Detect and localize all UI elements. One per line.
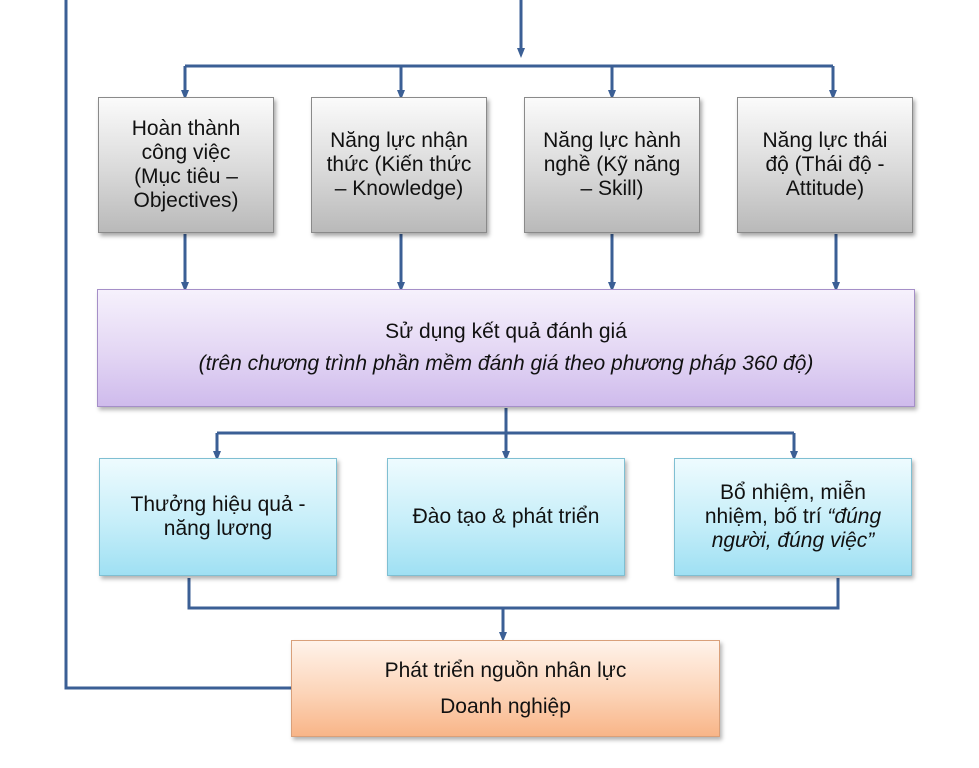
outcome-3-line-2-italic: “đúng <box>827 505 882 528</box>
criterion-objectives-box: Hoàn thành công việc (Mục tiêu – Objecti… <box>98 97 274 233</box>
criterion-3-line-1: Năng lực hành <box>543 129 681 152</box>
criterion-skill-box: Năng lực hành nghề (Kỹ năng – Skill) <box>524 97 700 233</box>
criterion-2-line-2: thức (Kiến thức <box>326 153 472 176</box>
result-line-1: Phát triển nguồn nhân lực <box>384 658 627 682</box>
criterion-1-line-2: công việc <box>141 141 231 164</box>
criterion-2-line-1: Năng lực nhận <box>330 129 468 152</box>
outcome-2-line-1: Đào tạo & phát triển <box>412 505 600 528</box>
criterion-3-line-2: nghề (Kỹ năng <box>543 153 681 176</box>
evaluation-title: Sử dụng kết quả đánh giá <box>385 320 627 343</box>
criterion-attitude-box: Năng lực thái độ (Thái độ - Attitude) <box>737 97 913 233</box>
criterion-4-line-2: độ (Thái độ - <box>765 153 885 176</box>
outcome-1-line-1: Thưởng hiệu quả - <box>130 493 306 516</box>
outcome-collector-line <box>187 578 840 610</box>
criterion-2-line-3: – Knowledge) <box>334 177 464 200</box>
criterion-1-line-4: Objectives) <box>133 189 239 212</box>
outcome-3-line-1: Bổ nhiệm, miễn <box>720 481 866 504</box>
criterion-1-line-3: (Mục tiêu – <box>134 165 238 188</box>
evaluation-box: Sử dụng kết quả đánh giá (trên chương tr… <box>97 289 915 407</box>
outcome-3-line-3: người, đúng việc” <box>711 529 875 552</box>
outcome-1-line-2: năng lương <box>163 517 273 540</box>
criterion-knowledge-box: Năng lực nhận thức (Kiến thức – Knowledg… <box>311 97 487 233</box>
criterion-4-line-3: Attitude) <box>785 177 865 200</box>
result-line-2: Doanh nghiệp <box>440 694 571 718</box>
outcome-3-line-2: nhiệm, bố trí “đúng <box>705 505 881 529</box>
evaluation-subtitle: (trên chương trình phần mềm đánh giá the… <box>198 352 814 375</box>
result-box: Phát triển nguồn nhân lực Doanh nghiệp <box>291 640 720 737</box>
criterion-4-line-1: Năng lực thái <box>762 129 888 152</box>
outcome-reward-box: Thưởng hiệu quả - năng lương <box>99 458 337 576</box>
criterion-1-line-1: Hoàn thành <box>131 117 241 140</box>
criterion-3-line-3: – Skill) <box>580 177 644 200</box>
outcome-training-box: Đào tạo & phát triển <box>387 458 625 576</box>
feedback-loop-line <box>64 0 292 690</box>
outcome-appointment-box: Bổ nhiệm, miễn nhiệm, bố trí “đúng người… <box>674 458 912 576</box>
outcome-3-line-2-plain: nhiệm, bố trí <box>704 505 828 528</box>
